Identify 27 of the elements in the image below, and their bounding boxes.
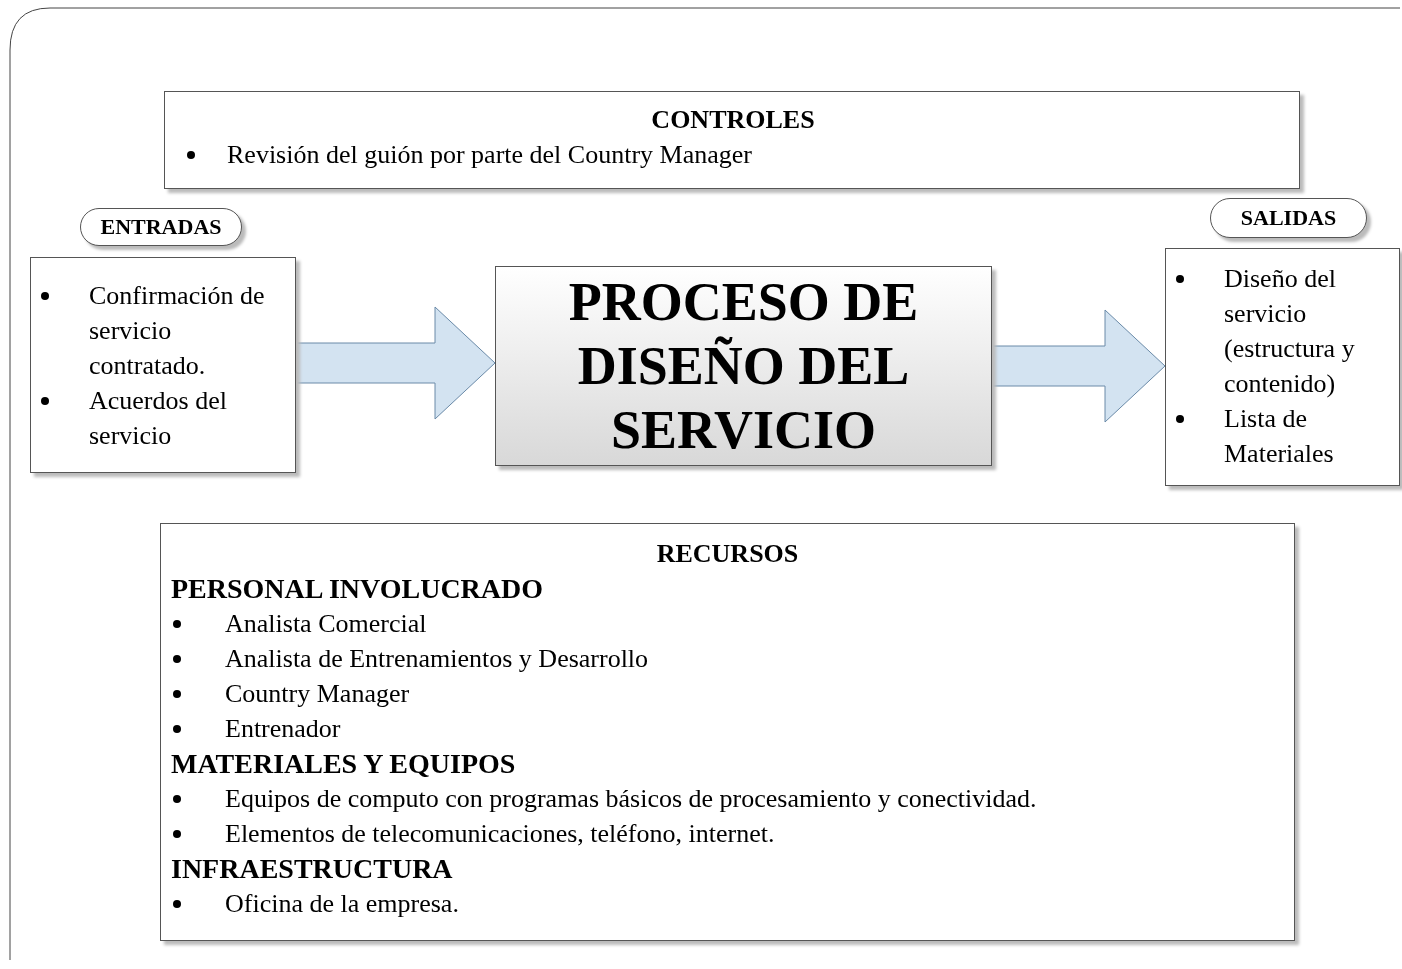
list-item: Country Manager <box>225 678 410 710</box>
box-heading: RECURSOS <box>655 538 800 570</box>
list-item: Elementos de telecomunicaciones, teléfono, internet. <box>225 818 775 850</box>
list-item: Acuerdos del servicio <box>89 385 228 452</box>
list-item: Analista de Entrenamientos y Desarrollo <box>225 643 649 675</box>
list-item: Equipos de computo con programas básicos de procesamiento y conectividad. <box>225 783 1037 815</box>
list-item: Diseño del servicio (estructura y contenido) <box>1224 263 1356 400</box>
process-box <box>495 266 992 466</box>
inputs-box <box>30 257 296 473</box>
list-item: Oficina de la empresa. <box>225 888 459 920</box>
process-title: PROCESO DE DISEÑO DEL SERVICIO <box>567 271 920 462</box>
box-heading: CONTROLES <box>650 104 816 136</box>
list-item: Lista de Materiales <box>1224 403 1335 470</box>
entries-label: ENTRADAS <box>80 208 242 246</box>
outputs-label: SALIDAS <box>1210 198 1367 238</box>
section-heading: MATERIALES Y EQUIPOS <box>171 747 517 781</box>
controls-box <box>164 91 1300 189</box>
list-item: Confirmación de servicio contratado. <box>89 280 266 382</box>
section-heading: PERSONAL INVOLUCRADO <box>171 572 545 606</box>
resources-box <box>160 523 1295 941</box>
list-item: Revisión del guión por parte del Country Manager <box>227 139 752 171</box>
list-item: Analista Comercial <box>225 608 427 640</box>
outputs-box <box>1165 248 1400 486</box>
section-heading: INFRAESTRUCTURA <box>171 852 454 886</box>
block-arrow <box>295 306 496 420</box>
block-arrow <box>991 309 1166 423</box>
list-item: Entrenador <box>225 713 341 745</box>
